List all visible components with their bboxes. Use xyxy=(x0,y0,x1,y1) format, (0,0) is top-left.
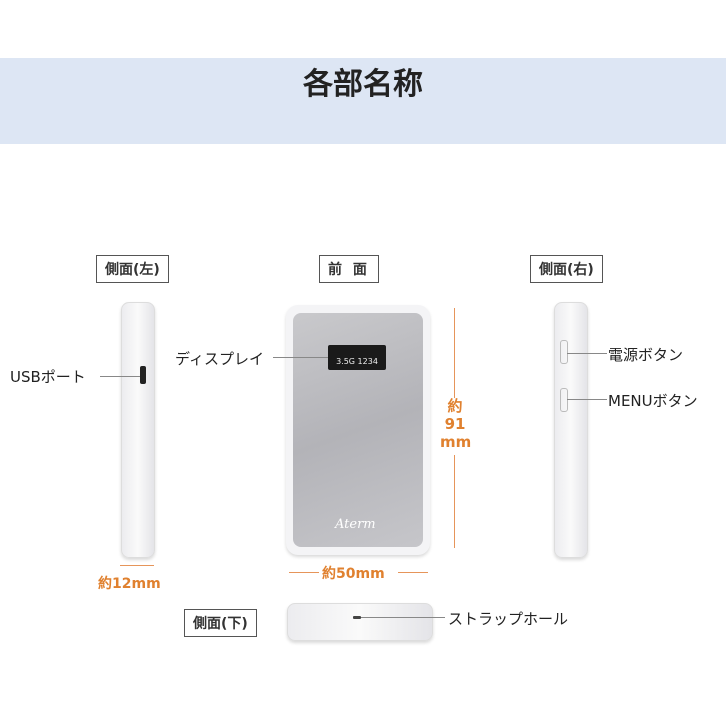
view-label-right: 側面(右) xyxy=(530,255,603,283)
height-dimension-line-bottom xyxy=(454,455,455,548)
display-readout: 3.5G 1234 xyxy=(336,357,378,366)
power-button[interactable] xyxy=(560,340,568,364)
display-leader-line xyxy=(273,357,328,358)
menu-leader-line xyxy=(567,399,607,400)
height-dimension-line-top xyxy=(454,308,455,398)
power-button-label: 電源ボタン xyxy=(608,346,684,364)
usb-port-label: USBポート xyxy=(10,368,86,386)
usb-leader-line xyxy=(100,376,140,377)
depth-dimension: 約12mm xyxy=(98,576,161,592)
aterm-logo: Aterm xyxy=(335,517,376,532)
device-right-side xyxy=(554,302,588,558)
power-leader-line xyxy=(567,353,607,354)
strap-leader-line xyxy=(361,617,445,618)
device-bottom-side xyxy=(287,603,433,641)
view-label-front: 前 面 xyxy=(319,255,379,283)
menu-button[interactable] xyxy=(560,388,568,412)
strap-hole xyxy=(353,616,361,619)
width-dimension: 約50mm xyxy=(322,566,385,582)
page-title: 各部名称 xyxy=(303,67,423,102)
title-band xyxy=(0,58,726,144)
view-label-bottom: 側面(下) xyxy=(184,609,257,637)
menu-button-label: MENUボタン xyxy=(608,392,698,410)
width-dimension-line-right xyxy=(398,572,428,573)
device-left-side xyxy=(121,302,155,558)
strap-hole-label: ストラップホール xyxy=(448,610,569,628)
width-dimension-line-left xyxy=(289,572,319,573)
oled-display: 3.5G 1234 xyxy=(328,345,386,370)
view-label-left: 側面(左) xyxy=(96,255,169,283)
depth-dimension-line xyxy=(120,565,154,566)
display-label: ディスプレイ xyxy=(175,350,264,368)
usb-port xyxy=(140,366,146,384)
